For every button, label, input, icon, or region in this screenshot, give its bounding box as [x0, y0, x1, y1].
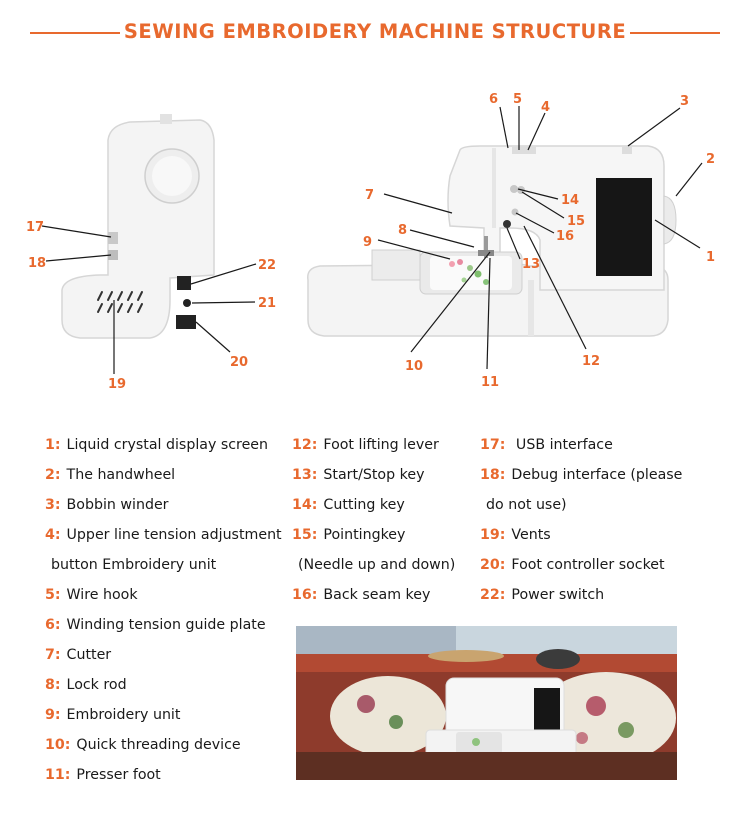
debug-port: [108, 250, 118, 260]
callout-19: 19: [108, 377, 126, 392]
legend-item: 5:Wire hook: [45, 587, 138, 603]
back-seam-key: [511, 208, 519, 216]
legend-item: 4:Upper line tension adjustment: [45, 527, 282, 543]
page-title: SEWING EMBROIDERY MACHINE STRUCTURE: [123, 20, 627, 43]
callout-18: 18: [28, 256, 46, 271]
legend-item: 12:Foot lifting lever: [292, 437, 439, 453]
callout-2: 2: [706, 152, 715, 167]
callout-12: 12: [582, 354, 600, 369]
legend-item: 18:Debug interface (please: [480, 467, 683, 483]
power-socket: [176, 315, 196, 329]
callout-6: 6: [489, 92, 498, 107]
tension-dial: [512, 146, 536, 154]
legend-item: 1:Liquid crystal display screen: [45, 437, 269, 453]
callout-17: 17: [26, 220, 44, 235]
carriage-arm: [371, 249, 421, 281]
legend-item: 10:Quick threading device: [45, 737, 241, 753]
side-view-machine: [61, 114, 215, 339]
legend-item: 13:Start/Stop key: [292, 467, 425, 483]
product-photo-illustration: [296, 626, 677, 780]
legend-item: 15:Pointingkey: [292, 527, 406, 543]
cutting-key: [510, 185, 518, 193]
start-stop-key: [503, 220, 511, 228]
legend-item: 8:Lock rod: [45, 677, 127, 693]
bobbin-winder-pin: [622, 146, 632, 154]
callout-7: 7: [365, 188, 374, 203]
legend-item: 20:Foot controller socket: [480, 557, 665, 573]
callout-16: 16: [556, 229, 574, 244]
product-photo: [296, 626, 677, 780]
legend-item: 7:Cutter: [45, 647, 112, 663]
callout-3: 3: [680, 94, 689, 109]
callout-20: 20: [230, 355, 248, 370]
callout-15: 15: [567, 214, 585, 229]
callout-10: 10: [405, 359, 423, 374]
front-handwheel: [663, 195, 677, 245]
vents: [97, 291, 143, 313]
legend-column-3: 17: USB interface 18:Debug interface (pl…: [480, 432, 682, 612]
callout-13: 13: [522, 257, 540, 272]
legend-item: 6:Winding tension guide plate: [45, 617, 266, 633]
legend-item: 3:Bobbin winder: [45, 497, 169, 513]
legend-item: 2:The handwheel: [45, 467, 176, 483]
legend-item: 19:Vents: [480, 527, 551, 543]
leader-lines: [41, 106, 703, 374]
legend-column-2: 12:Foot lifting lever 13:Start/Stop key …: [292, 432, 455, 612]
title-rule-left: [30, 32, 120, 34]
embroidery-pattern: [449, 259, 489, 285]
presser-foot-part: [478, 250, 494, 256]
legend-item: do not use): [486, 497, 567, 513]
callout-8: 8: [398, 223, 407, 238]
lcd-screen: [596, 178, 652, 276]
callout-22: 22: [258, 258, 276, 273]
needle-bar: [484, 236, 488, 258]
callout-1: 1: [706, 250, 715, 265]
callout-9: 9: [363, 235, 372, 250]
legend-item: (Needle up and down): [298, 557, 456, 573]
power-switch: [177, 276, 191, 290]
callout-4: 4: [541, 100, 550, 115]
legend-item: 14:Cutting key: [292, 497, 405, 513]
callout-21: 21: [258, 296, 276, 311]
legend-item: 16:Back seam key: [292, 587, 431, 603]
legend-item: 11:Presser foot: [45, 767, 161, 783]
usb-port: [108, 232, 118, 244]
callout-14: 14: [561, 193, 579, 208]
callout-5: 5: [513, 92, 522, 107]
legend-item: 9:Embroidery unit: [45, 707, 181, 723]
legend-item: 17: USB interface: [480, 437, 613, 453]
legend-column-1: 1:Liquid crystal display screen 2:The ha…: [45, 432, 282, 792]
side-spool-pin: [160, 114, 172, 124]
title-rule-right: [630, 32, 720, 34]
legend-item: 22:Power switch: [480, 587, 605, 603]
front-view-machine: [307, 145, 677, 337]
foot-socket: [183, 299, 191, 307]
title-row: SEWING EMBROIDERY MACHINE STRUCTURE: [0, 18, 750, 48]
legend-item: button Embroidery unit: [51, 557, 217, 573]
callout-11: 11: [481, 375, 499, 390]
machine-diagram: 1 2 3 4 5 6 7 8 9 10 11 12 13 14 15 16 1…: [26, 92, 715, 392]
